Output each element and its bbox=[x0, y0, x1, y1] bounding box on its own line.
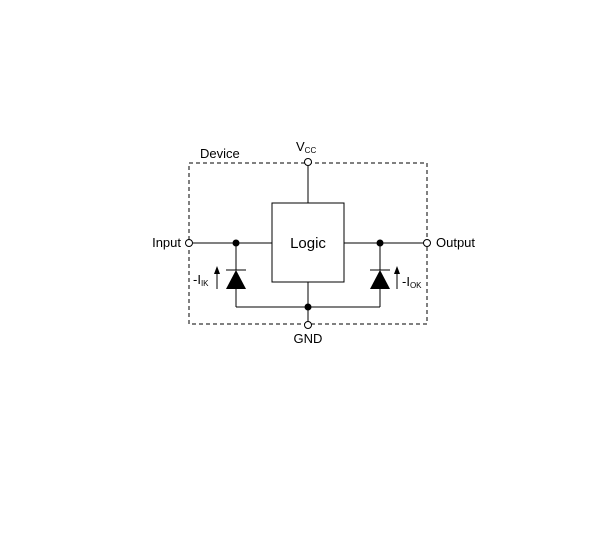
output-current-sub: OK bbox=[410, 281, 422, 290]
vcc-label-sub: CC bbox=[305, 146, 317, 155]
output-current-main: -I bbox=[402, 274, 410, 289]
logic-label: Logic bbox=[290, 235, 326, 252]
gnd-terminal bbox=[304, 321, 312, 329]
output-junction-dot bbox=[376, 239, 384, 247]
input-current-sub: IK bbox=[201, 279, 209, 288]
input-label: Input bbox=[152, 235, 181, 250]
input-clamp-diode-icon bbox=[226, 270, 246, 289]
output-current-label: -IOK bbox=[402, 274, 422, 290]
output-terminal bbox=[423, 239, 431, 247]
gnd-label: GND bbox=[294, 331, 323, 346]
output-clamp-diode-icon bbox=[370, 270, 390, 289]
vcc-label-main: V bbox=[296, 139, 305, 154]
output-label: Output bbox=[436, 235, 475, 250]
input-current-main: -I bbox=[193, 272, 201, 287]
input-junction-dot bbox=[232, 239, 240, 247]
vcc-terminal bbox=[304, 158, 312, 166]
input-current-label: -IIK bbox=[193, 272, 209, 288]
input-terminal bbox=[185, 239, 193, 247]
vcc-label: VCC bbox=[296, 139, 316, 155]
device-label: Device bbox=[200, 146, 240, 161]
ground-junction-dot bbox=[304, 303, 312, 311]
output-current-arrow-icon bbox=[394, 266, 400, 274]
input-current-arrow-icon bbox=[214, 266, 220, 274]
